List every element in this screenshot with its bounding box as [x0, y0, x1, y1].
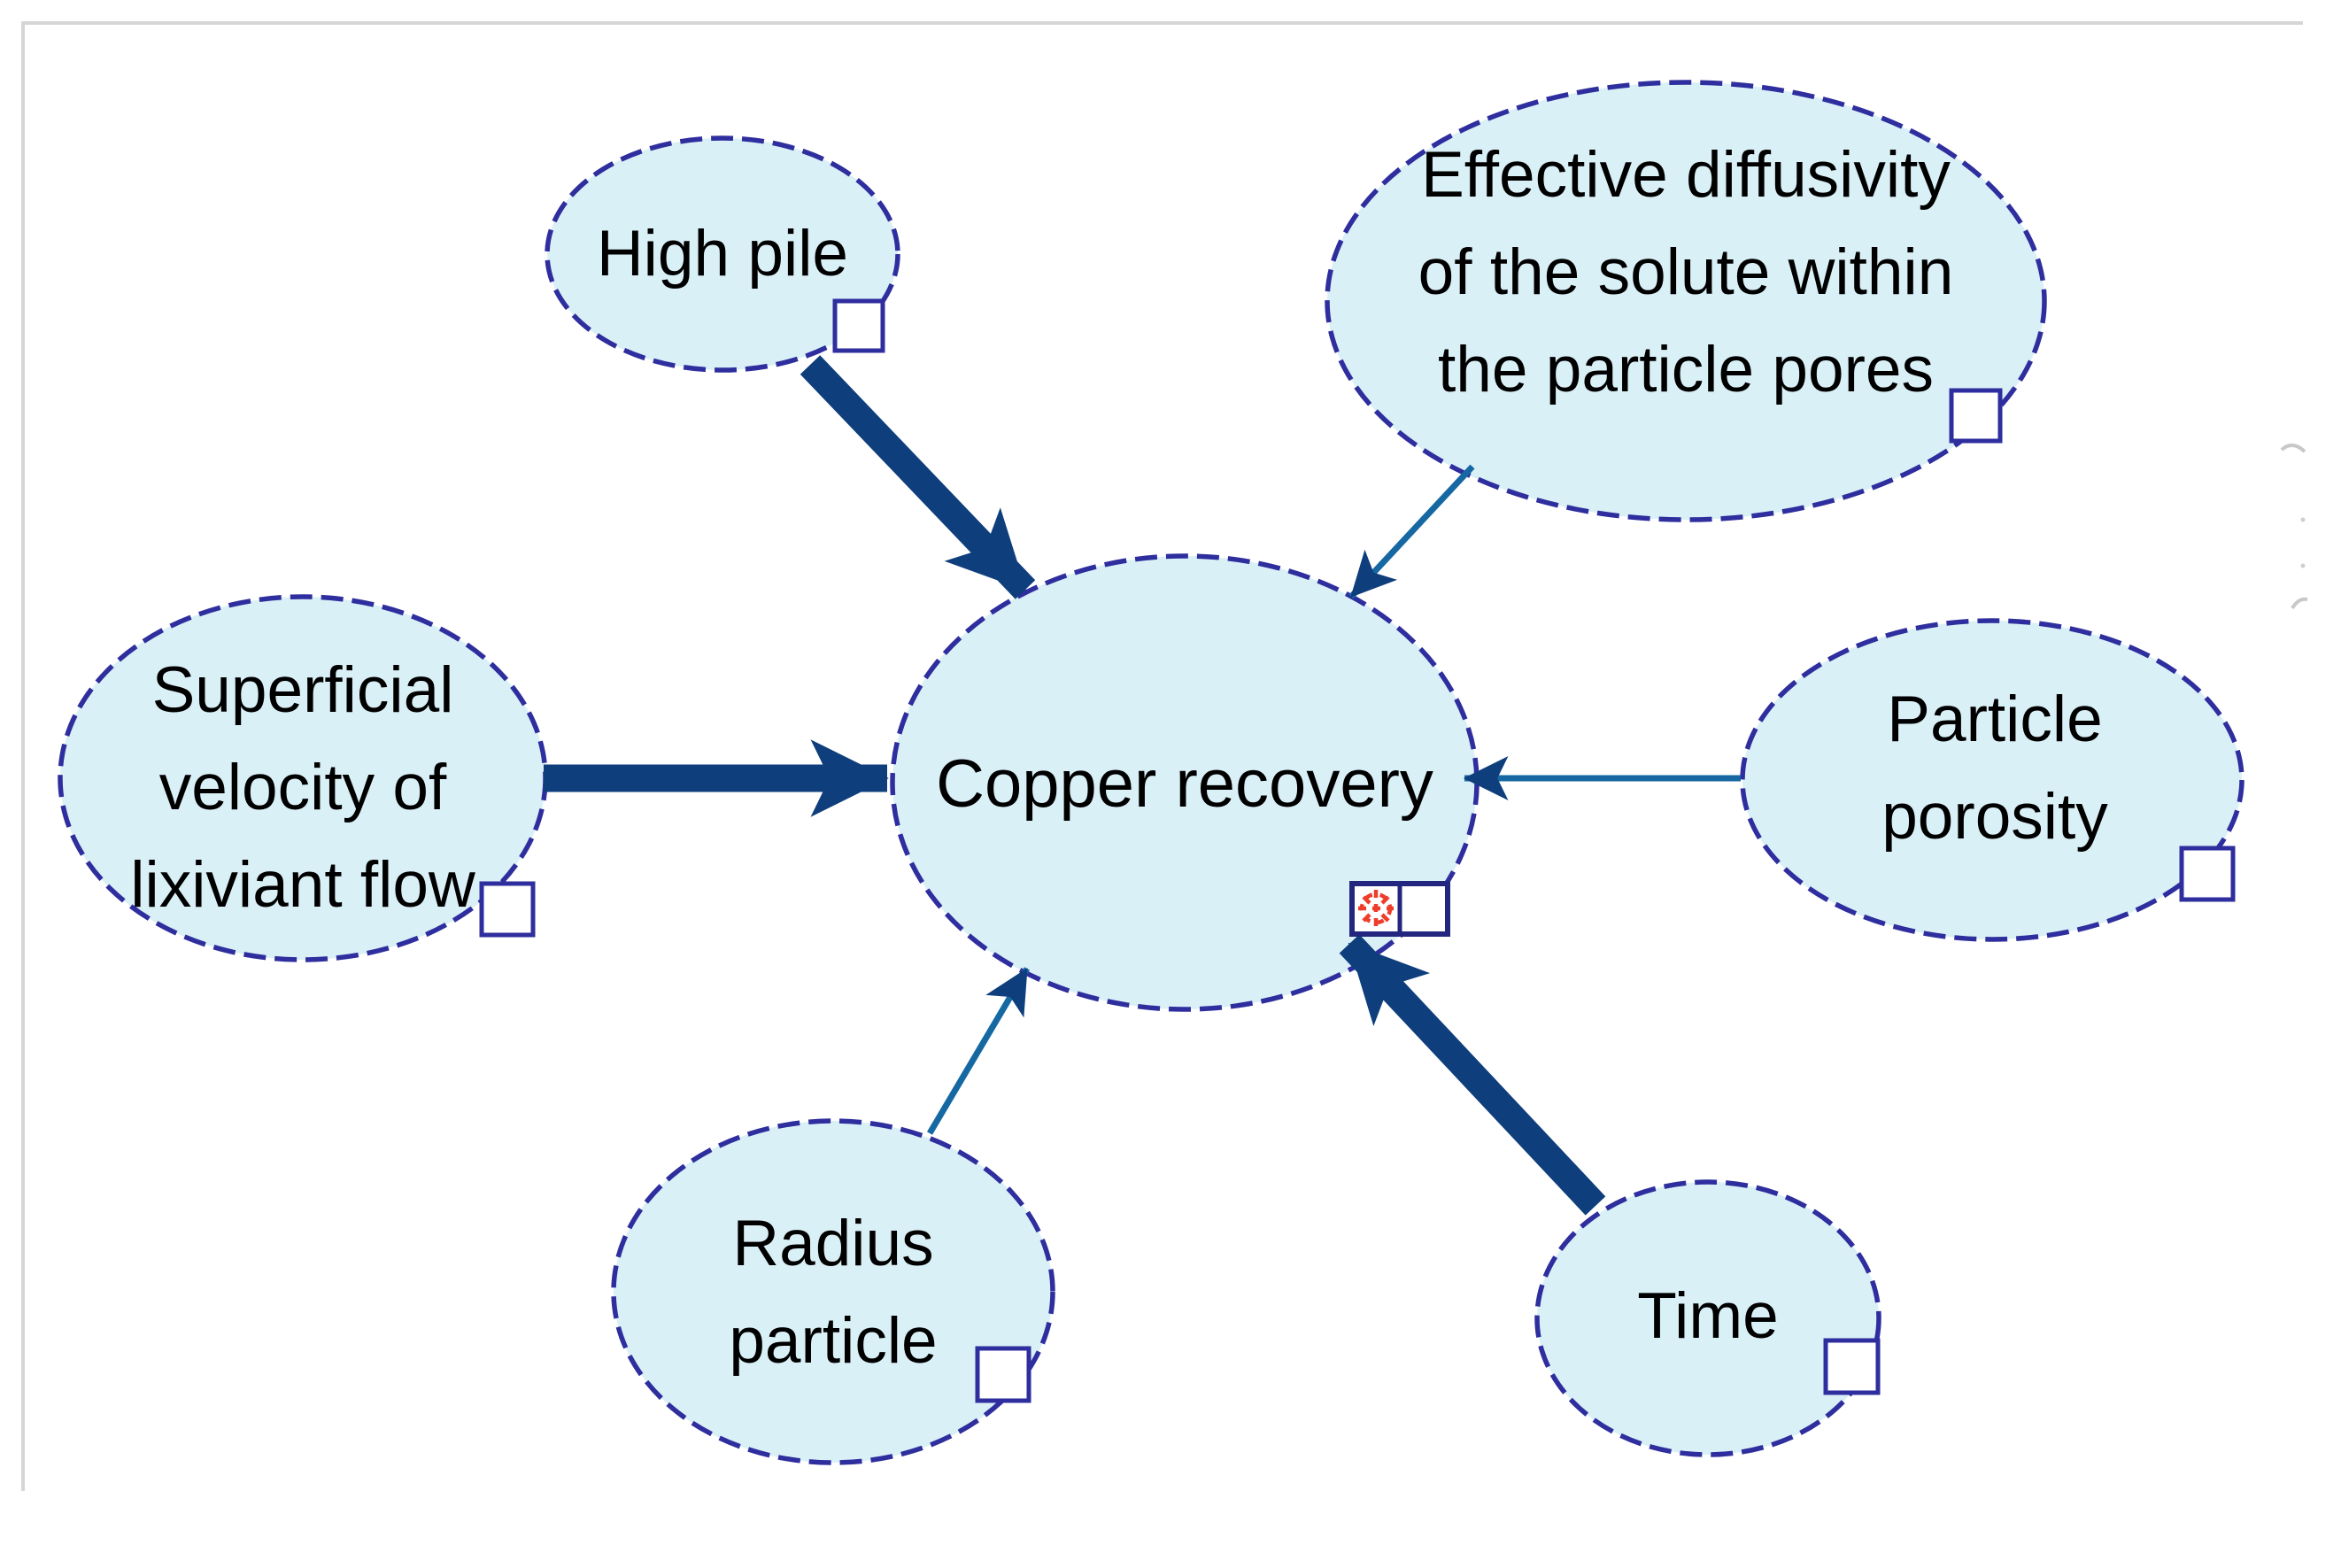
label-line: porosity	[1881, 781, 2108, 853]
arrow-effective-diffusivity-to-copper-recovery[interactable]	[1348, 464, 1475, 599]
label-line: Radius	[732, 1208, 934, 1279]
label-line: lixiviant flow	[130, 849, 475, 921]
label-line: of the solute within	[1418, 236, 1954, 308]
submodel-indicator[interactable]	[1349, 881, 1450, 937]
arrow-time-to-copper-recovery[interactable]	[1339, 934, 1606, 1216]
connection-handle-superficial-velocity[interactable]	[479, 881, 536, 938]
label-line: the particle pores	[1438, 334, 1934, 406]
node-label-particle-porosity: Particle porosity	[1771, 671, 2219, 866]
connection-handle-high-pile[interactable]	[832, 298, 885, 353]
label-line: Superficial	[151, 654, 454, 726]
connection-handle-time[interactable]	[1823, 1338, 1881, 1395]
connection-handle-radius-particle[interactable]	[975, 1346, 1031, 1403]
label-line: particle	[729, 1305, 938, 1377]
arrow-radius-particle-to-copper-recovery[interactable]	[926, 967, 1031, 1135]
node-ellipse-high-pile[interactable]	[545, 135, 900, 373]
right-edge-artifacts	[2280, 444, 2308, 610]
node-label-effective-diffusivity: Effective diffusivity of the solute with…	[1332, 127, 2040, 419]
label-line: Particle	[1887, 684, 2103, 755]
node-label-time: Time	[1637, 1280, 1779, 1352]
arrow-high-pile-to-copper-recovery[interactable]	[800, 355, 1036, 599]
connection-handle-particle-porosity[interactable]	[2179, 846, 2236, 902]
canvas-frame-top-line	[22, 21, 2303, 25]
node-ellipse-radius-particle[interactable]	[611, 1118, 1055, 1465]
node-ellipse-effective-diffusivity[interactable]	[1325, 80, 2047, 522]
node-ellipse-particle-porosity[interactable]	[1740, 618, 2244, 942]
label-line: Effective diffusivity	[1421, 139, 1951, 211]
node-ellipse-time[interactable]	[1534, 1179, 1881, 1457]
label-line: velocity of	[158, 752, 447, 823]
canvas-frame-left-line	[21, 21, 25, 1491]
node-label-superficial-velocity: Superficial velocity of lixiviant flow	[81, 642, 524, 934]
node-label-radius-particle: Radius particle	[612, 1195, 1055, 1390]
expand-target-icon	[1358, 890, 1394, 928]
node-label-copper-recovery: Copper recovery	[936, 746, 1433, 822]
connection-handle-effective-diffusivity[interactable]	[1949, 388, 2003, 444]
node-label-high-pile: High pile	[596, 218, 849, 290]
